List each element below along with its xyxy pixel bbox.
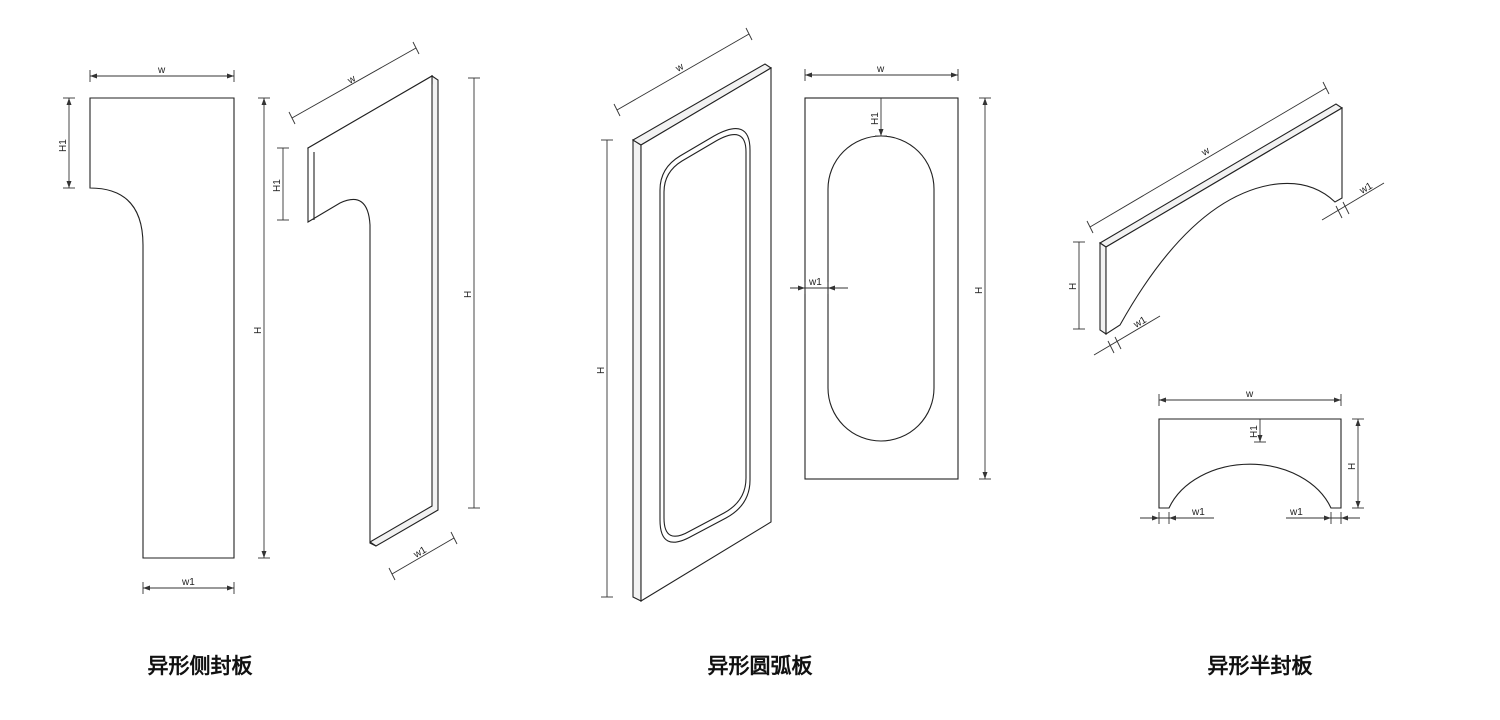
half-panel-width-label: w bbox=[1245, 389, 1254, 400]
side-panel-width-dim: w bbox=[89, 65, 235, 82]
side-panel-iso-view bbox=[306, 75, 439, 547]
half-panel-height-dim: H bbox=[1347, 418, 1364, 509]
half-panel-group: w H w1 w1 bbox=[1068, 81, 1385, 678]
side-panel-iso-w1-dim: w1 bbox=[388, 531, 458, 581]
arc-panel-h1-label: H1 bbox=[870, 112, 881, 125]
side-panel-iso-width-label: w bbox=[345, 73, 358, 87]
side-panel-caption: 异形侧封板 bbox=[148, 654, 254, 678]
side-panel-h1-dim: H1 bbox=[58, 97, 75, 189]
side-panel-h1-label: H1 bbox=[58, 139, 69, 152]
half-panel-iso-w1-left-label: w1 bbox=[1131, 314, 1149, 331]
half-panel-caption: 异形半封板 bbox=[1208, 654, 1314, 678]
arc-panel-height-dim: H bbox=[974, 97, 991, 480]
half-panel-iso-height-label: H bbox=[1068, 283, 1079, 290]
side-panel-iso-height-dim: H bbox=[463, 77, 480, 509]
side-panel-iso-height-label: H bbox=[463, 291, 474, 298]
arc-panel-caption: 异形圆弧板 bbox=[708, 654, 814, 678]
side-panel-group: w H1 H w1 bbox=[58, 41, 480, 678]
arc-panel-group: w H w H1 bbox=[596, 27, 991, 678]
half-panel-iso-w1-right-label: w1 bbox=[1357, 180, 1375, 197]
arc-panel-height-label: H bbox=[974, 287, 985, 294]
half-panel-h1-dim: H1 bbox=[1249, 419, 1266, 443]
arc-panel-iso-view bbox=[631, 63, 773, 602]
arc-panel-w1-label: w1 bbox=[808, 277, 822, 288]
side-panel-front-view bbox=[89, 97, 235, 559]
arc-panel-h1-dim: H1 bbox=[870, 98, 887, 137]
half-panel-h1-label: H1 bbox=[1249, 425, 1260, 438]
side-panel-height-label: H bbox=[253, 327, 264, 334]
arc-panel-iso-height-label: H bbox=[596, 367, 607, 374]
arc-panel-width-dim: w bbox=[804, 64, 959, 81]
arc-panel-front-stadium bbox=[827, 135, 935, 442]
arc-panel-iso-height-dim: H bbox=[596, 139, 613, 598]
side-panel-iso-w1-label: w1 bbox=[411, 544, 429, 561]
side-panel-w1-dim: w1 bbox=[142, 577, 235, 594]
half-panel-w1-right-label: w1 bbox=[1289, 507, 1303, 518]
half-panel-w1-left-label: w1 bbox=[1191, 507, 1205, 518]
side-panel-width-label: w bbox=[157, 65, 166, 76]
half-panel-height-label: H bbox=[1347, 463, 1358, 470]
arc-panel-iso-width-label: w bbox=[673, 61, 686, 75]
half-panel-iso-height-dim: H bbox=[1068, 241, 1085, 330]
arc-panel-width-label: w bbox=[876, 64, 885, 75]
half-panel-w1-right-dim: w1 bbox=[1286, 507, 1360, 524]
half-panel-iso-view bbox=[1098, 103, 1344, 336]
side-panel-w1-label: w1 bbox=[181, 577, 195, 588]
half-panel-front-view bbox=[1158, 418, 1342, 509]
side-panel-iso-h1-dim: H1 bbox=[272, 147, 289, 221]
side-panel-height-dim: H bbox=[253, 97, 270, 559]
arc-panel-w1-dim: w1 bbox=[790, 277, 848, 294]
half-panel-iso-width-label: w bbox=[1199, 145, 1212, 159]
side-panel-iso-h1-label: H1 bbox=[272, 179, 283, 192]
half-panel-width-dim: w bbox=[1158, 389, 1342, 406]
half-panel-w1-left-dim: w1 bbox=[1140, 507, 1214, 524]
